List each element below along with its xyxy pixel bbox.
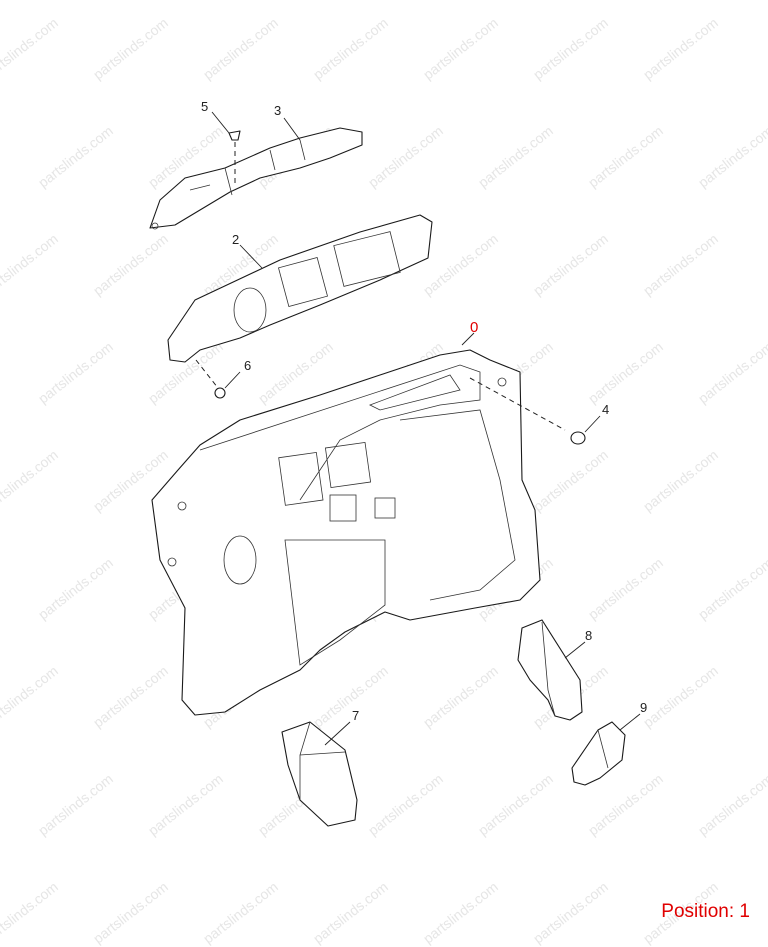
callout-8: 8 xyxy=(585,628,592,643)
callout-3: 3 xyxy=(274,103,281,118)
part-4-pin[interactable] xyxy=(469,377,586,445)
part-2-insulator[interactable] xyxy=(167,214,433,363)
callout-5: 5 xyxy=(201,99,208,114)
callout-7: 7 xyxy=(352,708,359,723)
callout-highlight: 0 xyxy=(470,319,478,336)
callout-2: 2 xyxy=(232,232,239,247)
callout-4: 4 xyxy=(602,402,609,417)
part-5-clip[interactable] xyxy=(228,130,241,185)
part-7-pad[interactable] xyxy=(281,721,358,827)
part-8-pad[interactable] xyxy=(517,619,583,721)
part-3-upper-panel[interactable] xyxy=(149,127,363,230)
callout-9: 9 xyxy=(640,700,647,715)
callout-6: 6 xyxy=(244,358,251,373)
position-label: Position: 1 xyxy=(661,901,750,922)
part-9-pad[interactable] xyxy=(571,721,626,786)
part-1-dash-silencer[interactable] xyxy=(151,349,541,716)
part-6-nut[interactable] xyxy=(195,359,226,399)
